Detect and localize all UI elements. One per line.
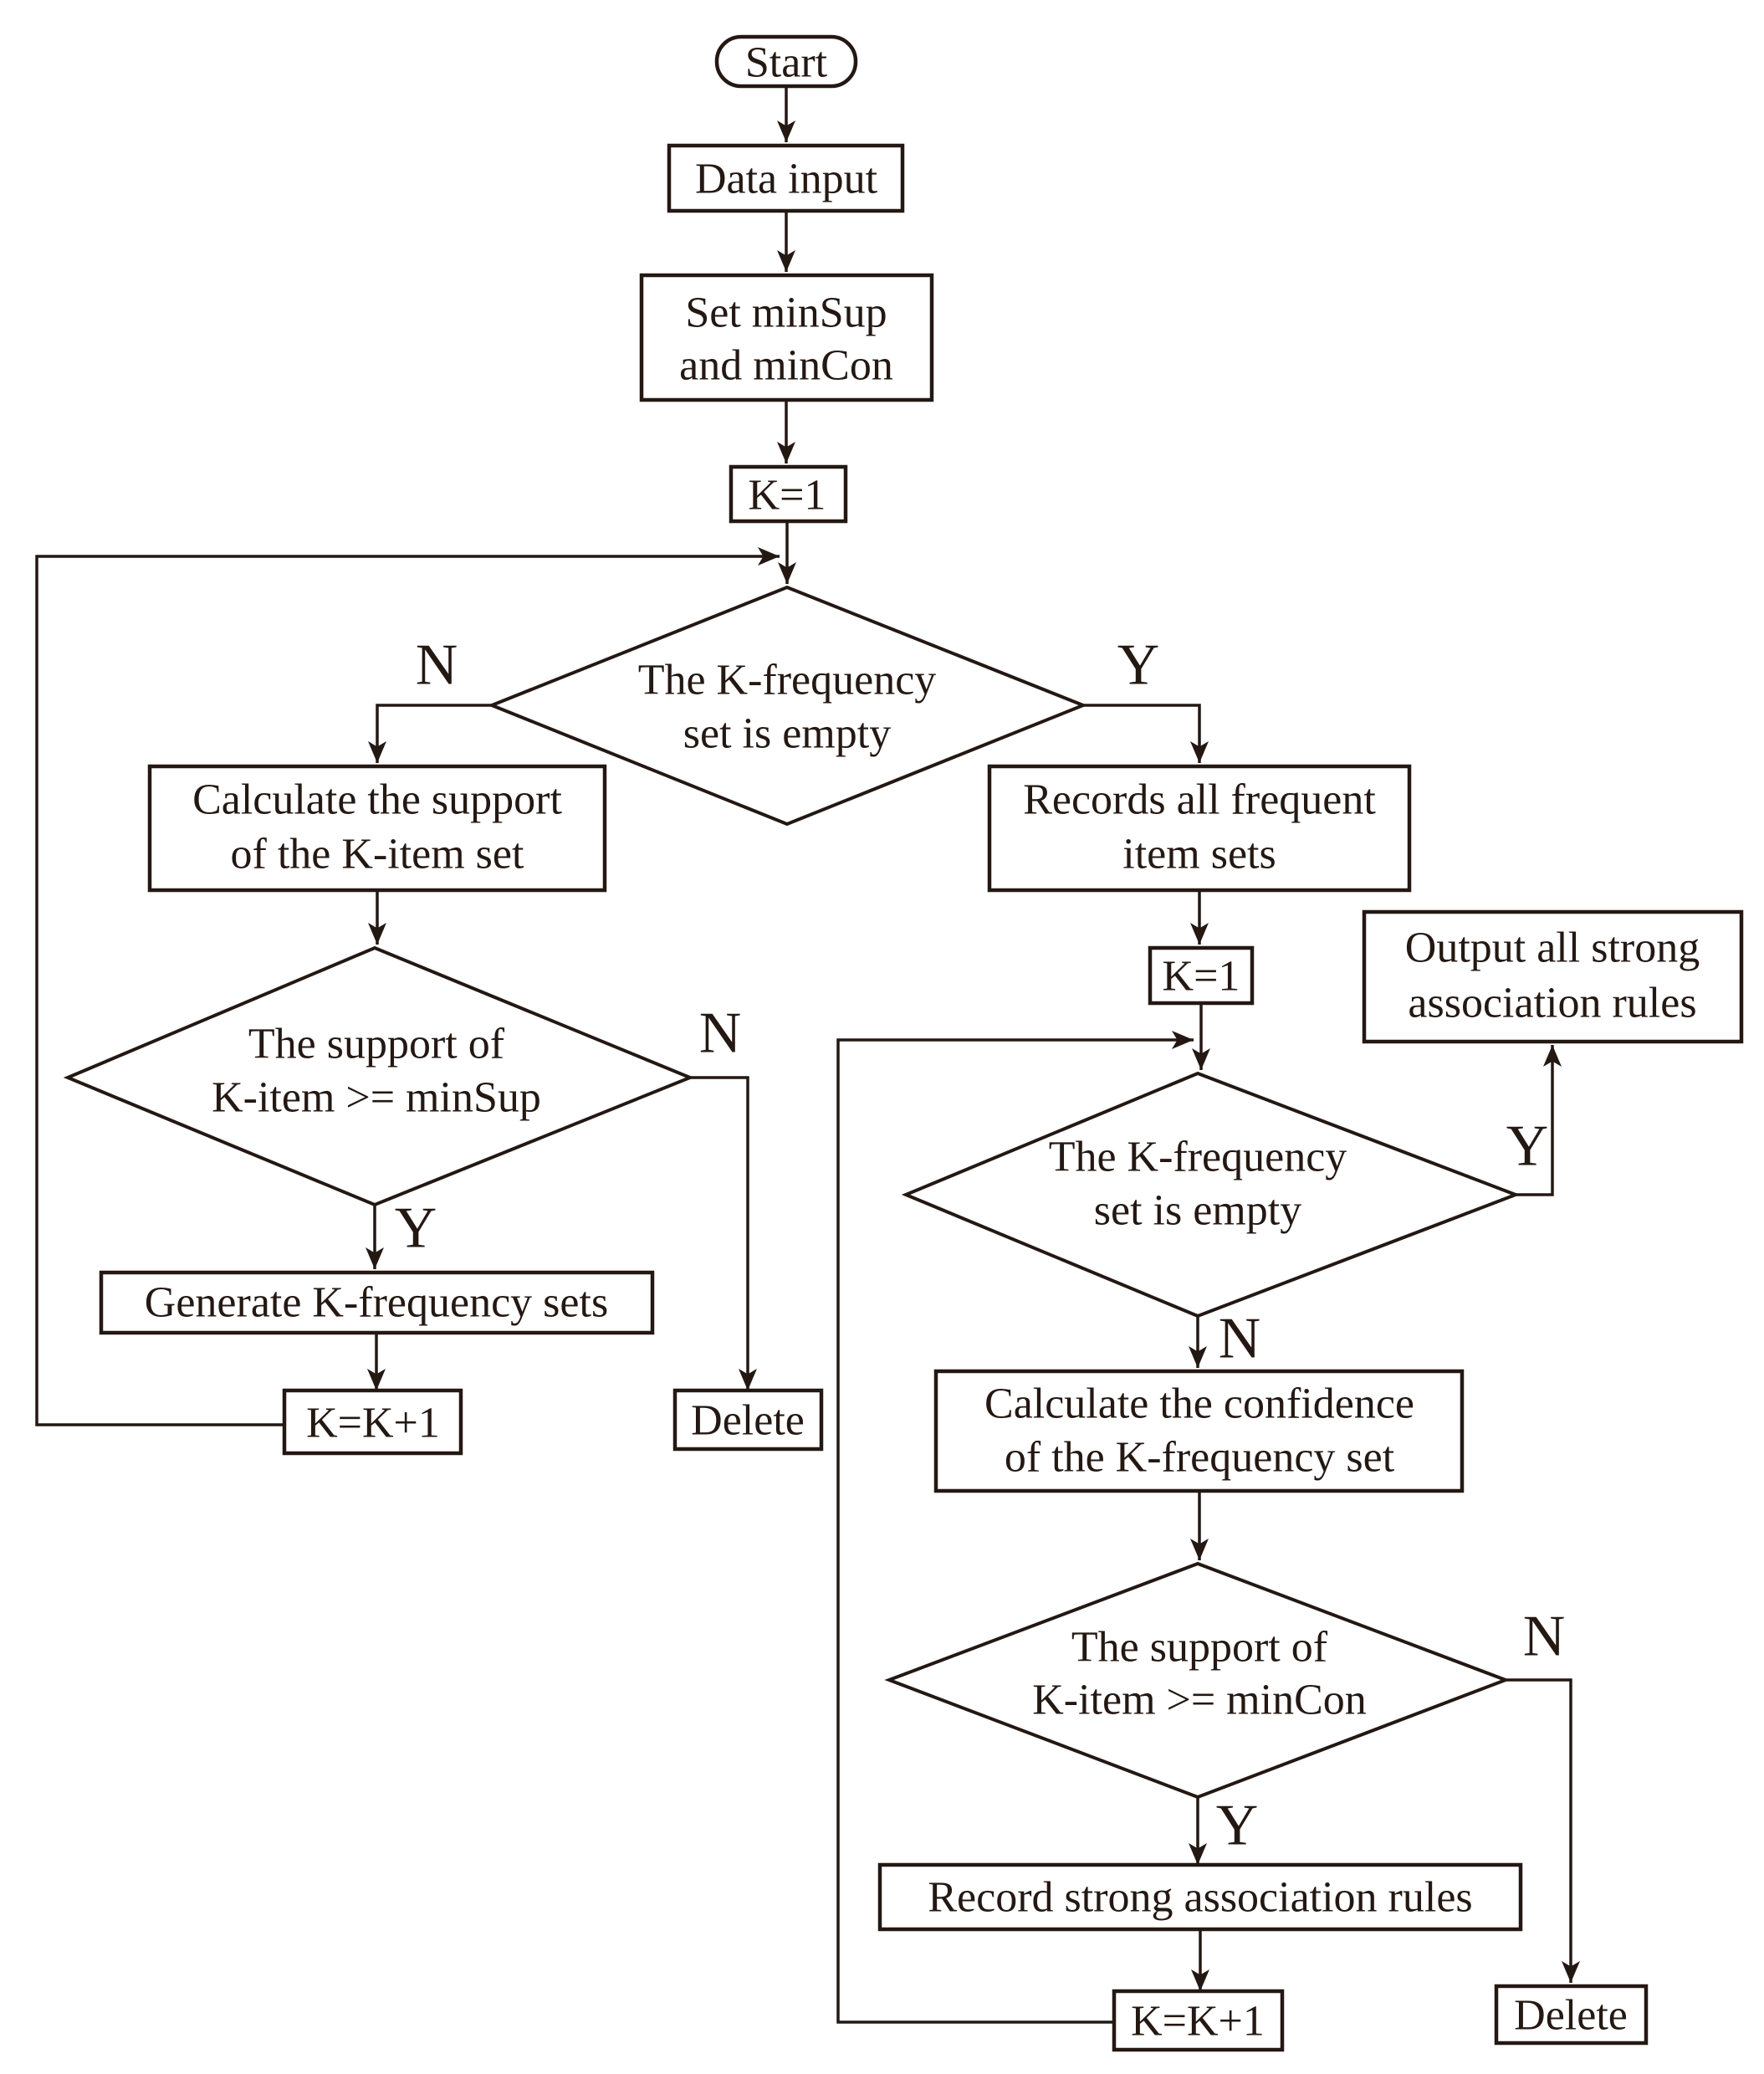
edge-loop-left-rail	[35, 547, 780, 1426]
generate-kfreq-box	[99, 1270, 655, 1335]
set-thresholds-label-line2: and minCon	[679, 342, 893, 390]
output-rules-label-line1: Output all strong	[1405, 924, 1700, 972]
decision-kfreq-2-label-line1: The K-frequency	[1049, 1134, 1347, 1181]
node-k-increment-left: K=K+1	[282, 1388, 463, 1456]
decision1-yes-label: Y	[1117, 633, 1160, 698]
records-frequent-label-line2: item sets	[1122, 831, 1276, 878]
branch-labels: N Y N Y Y N N Y	[395, 633, 1566, 1858]
edge-loop-right-rail	[836, 1031, 1194, 2024]
node-decision-minsup: The support of K-item >= minSup	[63, 945, 695, 1207]
node-records-frequent: Records all frequent item sets	[987, 764, 1412, 893]
generate-kfreq-label: Generate K-frequency sets	[145, 1279, 608, 1327]
decision-kfreq-1-diamond	[487, 585, 1088, 827]
k-increment-left-label: K=K+1	[306, 1400, 440, 1447]
delete-right-box	[1494, 1984, 1649, 2046]
node-decision-mincon: The support of K-item >= minCon	[884, 1561, 1511, 1800]
node-output-rules: Output all strong association rules	[1362, 909, 1744, 1044]
edge-decision2-yes-to-output	[1516, 1045, 1562, 1196]
node-calc-confidence: Calculate the confidence of the K-freque…	[933, 1369, 1465, 1493]
decision-mincon-label-line2: K-item >= minCon	[1032, 1677, 1367, 1724]
node-k-init-right: K=1	[1148, 945, 1255, 1006]
decision2-yes-label: Y	[1506, 1114, 1549, 1179]
node-k-init-left: K=1	[729, 464, 848, 524]
data-input-box	[667, 143, 905, 213]
node-decision-kfreq-2: The K-frequency set is empty	[901, 1071, 1521, 1319]
decision-minsup-diamond	[63, 945, 695, 1207]
node-generate-kfreq: Generate K-frequency sets	[99, 1270, 655, 1335]
calc-support-label-line1: Calculate the support	[192, 776, 562, 824]
output-rules-label-line2: association rules	[1408, 980, 1696, 1027]
set-thresholds-label-line1: Set minSup	[685, 289, 887, 337]
edge-decision-mincon-no-to-delete-right	[1506, 1678, 1580, 1983]
decision-minsup-label-line2: K-item >= minSup	[212, 1074, 541, 1122]
k-init-left-label: K=1	[749, 472, 826, 520]
decision-kfreq-2-diamond	[901, 1071, 1521, 1319]
records-frequent-label-line1: Records all frequent	[1023, 776, 1376, 824]
decision-minsup-no-label: N	[699, 1001, 742, 1066]
node-delete-left: Delete	[672, 1388, 824, 1452]
decision-kfreq-1-label-line1: The K-frequency	[638, 657, 937, 704]
calc-support-label-line2: of the K-item set	[231, 831, 524, 878]
decision2-no-label: N	[1219, 1307, 1261, 1371]
decision-mincon-no-label: N	[1523, 1605, 1566, 1669]
node-start: Start	[714, 34, 858, 89]
start-label: Start	[745, 39, 828, 87]
data-input-label: Data input	[695, 156, 878, 203]
calc-confidence-label-line1: Calculate the confidence	[984, 1380, 1414, 1428]
node-k-increment-right: K=K+1	[1112, 1989, 1285, 2052]
output-rules-box	[1362, 909, 1744, 1044]
delete-left-label: Delete	[691, 1397, 805, 1445]
decision-mincon-label-line1: The support of	[1071, 1624, 1328, 1672]
delete-left-box	[672, 1388, 824, 1452]
calc-confidence-box	[933, 1369, 1465, 1493]
delete-right-label: Delete	[1514, 1992, 1628, 2040]
node-delete-right: Delete	[1494, 1984, 1649, 2046]
node-record-strong: Record strong association rules	[877, 1862, 1523, 1932]
decision1-no-label: N	[416, 633, 458, 698]
k-init-right-label: K=1	[1163, 953, 1240, 1001]
start-terminator-shape	[714, 34, 858, 89]
k-init-left-box	[729, 464, 848, 524]
k-increment-right-label: K=K+1	[1131, 1998, 1265, 2046]
set-thresholds-box	[639, 273, 934, 402]
decision-kfreq-1-label-line2: set is empty	[683, 710, 891, 758]
decision-mincon-yes-label: Y	[1216, 1794, 1259, 1858]
records-frequent-box	[987, 764, 1412, 893]
decision-minsup-label-line1: The support of	[248, 1021, 505, 1068]
node-decision-kfreq-1: The K-frequency set is empty	[487, 585, 1088, 827]
node-data-input: Data input	[667, 143, 905, 213]
k-init-right-box	[1148, 945, 1255, 1006]
record-strong-box	[877, 1862, 1523, 1932]
record-strong-label: Record strong association rules	[928, 1874, 1472, 1922]
edges	[35, 86, 1580, 2024]
k-increment-left-box	[282, 1388, 463, 1456]
edge-decision1-yes-to-records	[1083, 704, 1209, 763]
decision-mincon-diamond	[884, 1561, 1511, 1800]
edge-decision-minsup-no-to-delete-left	[690, 1076, 757, 1390]
decision-minsup-yes-label: Y	[395, 1196, 437, 1261]
decision-kfreq-2-label-line2: set is empty	[1094, 1187, 1301, 1235]
k-increment-right-box	[1112, 1989, 1285, 2052]
node-set-thresholds: Set minSup and minCon	[639, 273, 934, 402]
calc-confidence-label-line2: of the K-frequency set	[1005, 1434, 1395, 1482]
node-calc-support: Calculate the support of the K-item set	[147, 764, 607, 893]
edge-decision1-no-to-calc-support	[368, 704, 492, 763]
calc-support-box	[147, 764, 607, 893]
